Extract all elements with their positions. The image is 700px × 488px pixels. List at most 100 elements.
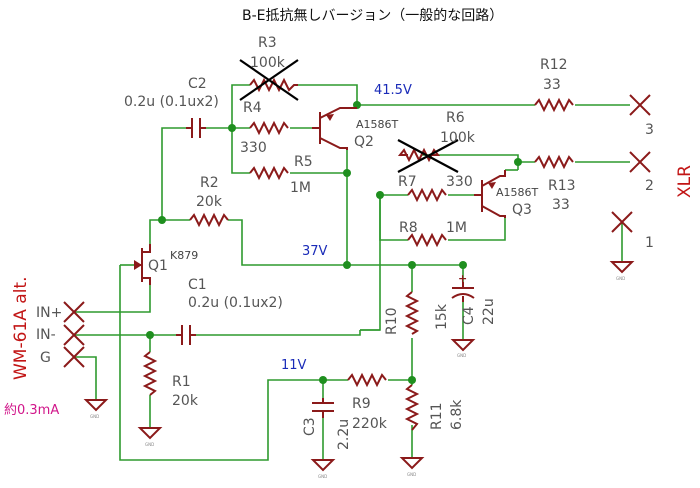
label-c3-value: 2.2u — [336, 419, 352, 450]
label-r10-value: 15k — [434, 303, 450, 330]
terminal-in-minus — [63, 324, 85, 346]
ground-r1: GND — [137, 427, 163, 447]
voltage-41v: 41.5V — [374, 83, 412, 98]
label-r1-ref: R1 — [172, 374, 191, 390]
label-r8-ref: R8 — [399, 220, 418, 236]
label-q2-ref: Q2 — [354, 134, 374, 150]
resistor-r12 — [534, 97, 574, 113]
label-r3-value: 100k — [250, 55, 286, 71]
ground-c4: GND — [450, 339, 476, 358]
xlr-pin-1: 1 — [645, 235, 654, 251]
capacitor-c4: + — [451, 272, 475, 302]
label-r11-value: 6.8k — [449, 399, 465, 430]
label-r2-value: 20k — [196, 194, 223, 210]
input-label-g: G — [40, 350, 51, 366]
label-c1-ref: C1 — [188, 277, 207, 293]
label-r9-value: 220k — [352, 416, 388, 432]
current-note: 約0.3mA — [4, 403, 59, 418]
wires — [74, 84, 630, 461]
label-r8-value: 1M — [446, 220, 467, 236]
ground-c3: GND — [310, 459, 336, 479]
label-c2-value: 0.2u (0.1ux2) — [124, 94, 219, 110]
label-r5-value: 1M — [290, 180, 311, 196]
terminal-xlr-3 — [629, 94, 651, 116]
svg-text:GND: GND — [318, 474, 327, 479]
svg-text:GND: GND — [407, 472, 416, 477]
voltage-11v: 11V — [281, 358, 307, 373]
xlr-pin-3: 3 — [645, 122, 654, 138]
capacitor-c2 — [186, 118, 206, 138]
label-r7-value: 330 — [446, 174, 473, 190]
label-r12-value: 33 — [543, 77, 561, 93]
mic-label: WM-61A alt. — [11, 277, 31, 381]
label-r5-ref: R5 — [294, 154, 313, 170]
input-label-in-minus: IN- — [36, 327, 56, 343]
resistor-r4 — [249, 120, 289, 136]
label-r6-value: 100k — [440, 130, 476, 146]
label-q2-value: A1586T — [356, 118, 399, 131]
label-r4-ref: R4 — [243, 100, 262, 116]
resistors — [142, 77, 574, 431]
label-r7-ref: R7 — [398, 174, 417, 190]
transistor-q1 — [134, 244, 151, 285]
labels: R3 100k C2 0.2u (0.1ux2) R4 330 R5 1M A1… — [124, 35, 576, 450]
svg-text:GND: GND — [90, 414, 99, 419]
label-r13-ref: R13 — [548, 178, 576, 194]
capacitors: + — [176, 118, 475, 418]
label-q1-value: K879 — [170, 249, 198, 262]
grounds: GND GND GND GND GND GND — [83, 261, 635, 479]
label-r6-ref: R6 — [446, 110, 465, 126]
resistor-r7 — [407, 187, 447, 203]
junctions — [146, 101, 522, 384]
polarity-plus: + — [458, 272, 467, 285]
terminal-xlr-2 — [629, 151, 651, 173]
resistor-r13 — [534, 154, 574, 170]
transistors — [134, 107, 506, 285]
svg-text:GND: GND — [457, 353, 466, 358]
label-r2-ref: R2 — [200, 175, 219, 191]
label-c4-ref: C4 — [461, 306, 477, 325]
label-c1-value: 0.2u (0.1ux2) — [188, 295, 283, 311]
label-r11-ref: R11 — [429, 402, 445, 430]
removed-marks — [239, 59, 459, 173]
capacitor-c3 — [312, 398, 334, 418]
label-r12-ref: R12 — [540, 57, 568, 73]
ground-xlr1: GND — [609, 261, 635, 281]
ground-r11: GND — [399, 457, 425, 477]
transistor-q3 — [474, 170, 506, 218]
resistor-r5 — [249, 165, 289, 181]
terminal-in-plus — [63, 301, 85, 323]
xlr-pin-2: 2 — [645, 178, 654, 194]
label-c3-ref: C3 — [302, 417, 318, 436]
resistor-r3 — [249, 77, 298, 93]
label-r9-ref: R9 — [352, 396, 371, 412]
resistor-r10 — [404, 291, 420, 335]
label-q1-ref: Q1 — [148, 258, 168, 274]
label-c2-ref: C2 — [188, 76, 207, 92]
ground-g: GND — [83, 399, 109, 419]
terminal-g — [63, 346, 85, 368]
resistor-r1 — [142, 351, 158, 396]
page-title: B-E抵抗無しバージョン（一般的な回路） — [242, 8, 503, 24]
label-r10-ref: R10 — [384, 307, 400, 335]
resistor-r2 — [189, 212, 229, 228]
label-q3-ref: Q3 — [512, 202, 532, 218]
resistor-r11 — [404, 384, 420, 431]
terminals — [63, 94, 651, 368]
terminal-xlr-1 — [611, 211, 633, 233]
svg-text:GND: GND — [145, 442, 154, 447]
transistor-q2 — [312, 107, 357, 150]
xlr-label: XLR — [675, 165, 695, 198]
label-r3-ref: R3 — [258, 35, 277, 51]
label-r1-value: 20k — [172, 393, 199, 409]
capacitor-c1 — [176, 325, 196, 345]
svg-text:GND: GND — [616, 276, 625, 281]
label-q3-value: A1586T — [496, 186, 539, 199]
label-r13-value: 33 — [552, 197, 570, 213]
resistor-r8 — [407, 232, 447, 248]
voltage-37v: 37V — [302, 244, 328, 259]
resistor-r9 — [347, 372, 387, 388]
label-c4-value: 22u — [481, 298, 497, 325]
input-label-in-plus: IN+ — [36, 305, 62, 321]
